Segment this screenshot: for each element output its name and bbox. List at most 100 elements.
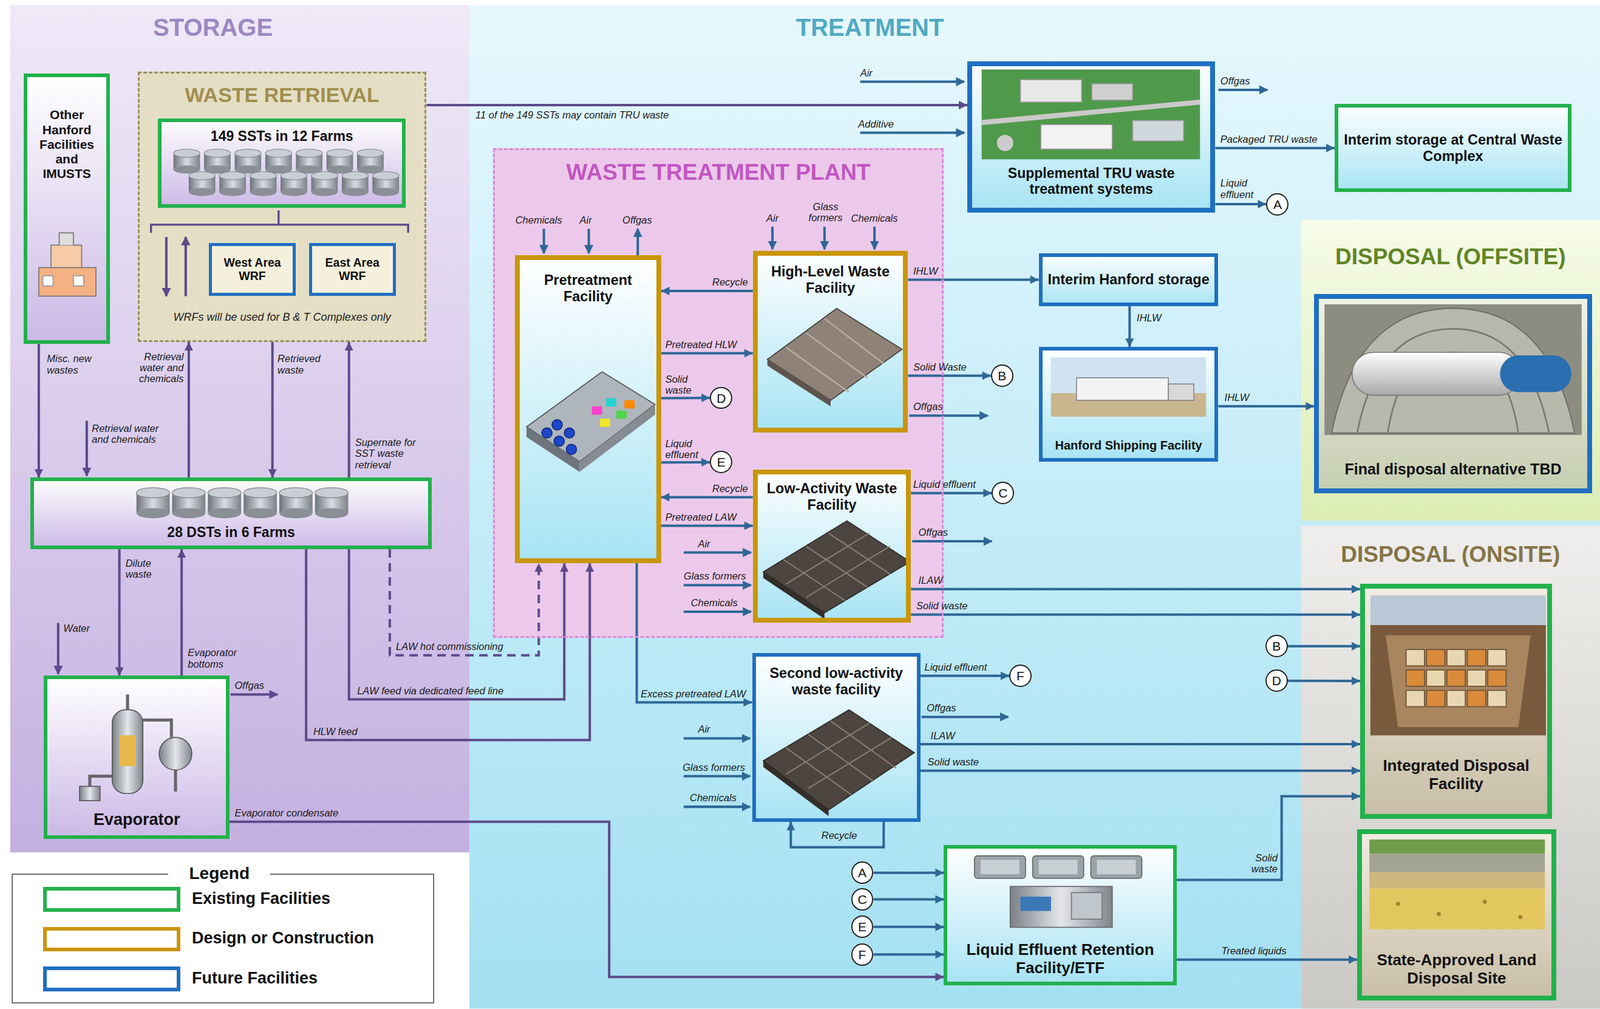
facility-box: Interim Hanford storage xyxy=(1038,253,1219,307)
stream-label: Offgas xyxy=(1220,75,1251,87)
callout-circle: C xyxy=(851,887,874,911)
box-fill xyxy=(709,386,733,410)
disposal-illustration xyxy=(1487,669,1506,687)
tank-icons xyxy=(372,171,399,196)
tank-icons xyxy=(265,148,293,174)
box-fill xyxy=(157,118,406,209)
building-model xyxy=(767,308,903,407)
stream-label: Air xyxy=(766,212,779,224)
box-fill xyxy=(1314,293,1592,494)
region-band: Other Hanford Facilities and IMUSTS149 S… xyxy=(10,4,470,852)
box-fill xyxy=(1357,828,1557,1001)
site-photo xyxy=(1040,124,1113,149)
tank-icons xyxy=(357,148,384,174)
disposal-illustration xyxy=(1406,669,1425,687)
tank-icons xyxy=(219,171,246,196)
legend-swatch xyxy=(43,926,181,951)
effluent-facility-illustration xyxy=(1097,859,1137,875)
facility-label: State-Approved Land Disposal Site xyxy=(1366,950,1548,988)
flow-connector xyxy=(910,491,992,495)
facility-box: Evaporator xyxy=(43,675,230,839)
facility-label: Liquid Effluent Retention Facility/ETF xyxy=(951,940,1169,978)
box-fill xyxy=(469,4,1600,1008)
flow-label: ILAW xyxy=(930,729,956,741)
flow-label: 11 of the 149 SSTs may contain TRU waste xyxy=(475,109,669,121)
callout-circle: D xyxy=(709,386,733,410)
facility-label: Integrated Disposal Facility xyxy=(1369,756,1543,794)
input-arrow xyxy=(636,228,639,256)
repository-illustration xyxy=(1352,352,1521,396)
disposal-illustration xyxy=(1467,689,1486,707)
facility-label: Pretreatment Facility xyxy=(524,272,653,305)
input-arrow xyxy=(683,805,750,808)
box-fill xyxy=(10,4,1600,1008)
stream-label: Glass formers xyxy=(683,570,747,582)
flow-label: Recycle xyxy=(712,276,749,288)
flow-label: LAW feed via dedicated feed line xyxy=(357,684,504,696)
tank-icons xyxy=(136,487,171,518)
flow-connector xyxy=(1215,202,1267,206)
facility-box: Interim storage at Central Waste Complex xyxy=(1334,103,1572,192)
flow-label: Solid waste xyxy=(927,755,979,767)
input-arrow xyxy=(683,736,750,739)
disposal-illustration xyxy=(1385,635,1531,727)
flow-connector xyxy=(187,341,191,478)
flow-connector xyxy=(910,613,1361,616)
stream-label: Chemicals xyxy=(851,212,899,224)
stream-label: Chemicals xyxy=(689,791,737,803)
facility-label: West Area WRF xyxy=(214,255,290,283)
facility-box: East Area WRF xyxy=(309,242,396,296)
facility-label: Interim storage at Central Waste Complex xyxy=(1342,131,1564,165)
facility-icon xyxy=(73,275,84,286)
flow-connector xyxy=(37,343,41,478)
callout-letter: B xyxy=(997,369,1007,382)
box-fill xyxy=(943,844,1177,985)
flow-connector xyxy=(306,548,590,740)
box-fill xyxy=(137,71,427,342)
flow-label: Recycle xyxy=(712,482,749,494)
flow-connector xyxy=(661,524,753,527)
soil-layers xyxy=(1518,914,1523,919)
facility-label: Supplemental TRU waste treatment systems xyxy=(976,165,1207,198)
facility-label: High-Level Waste Facility xyxy=(762,263,900,297)
box-fill xyxy=(967,61,1216,213)
facility-icon xyxy=(58,232,74,245)
callout-circle: B xyxy=(990,364,1014,387)
site-photo xyxy=(981,69,1201,160)
box-fill xyxy=(851,915,874,938)
facility-label: 149 SSTs in 12 Farms xyxy=(165,128,399,144)
disposal-illustration xyxy=(1446,649,1466,666)
evaporator-icon xyxy=(89,769,176,792)
callout-letter: C xyxy=(857,892,867,906)
flow-connector xyxy=(1128,306,1131,347)
facility-box: Hanford Shipping Facility xyxy=(1038,346,1219,461)
flow-connector xyxy=(920,742,1361,746)
flow-connector xyxy=(920,769,1361,772)
soil-layers xyxy=(1369,839,1545,930)
facility-box: Pretreatment Facility xyxy=(514,255,661,564)
flow-connector xyxy=(1287,679,1361,682)
site-photo xyxy=(1091,83,1133,101)
building-model xyxy=(599,418,611,427)
input-arrow xyxy=(184,236,188,297)
stream-label: Retrieval water and chemicals xyxy=(91,422,176,445)
facility-label: East Area WRF xyxy=(315,255,390,283)
callout-letter: D xyxy=(716,391,726,405)
region-band: Integrated Disposal FacilityState-Approv… xyxy=(1301,525,1600,1008)
box-fill xyxy=(30,477,432,549)
site-photo xyxy=(997,134,1014,152)
flow-label: Pretreated LAW xyxy=(665,511,737,523)
site-photo xyxy=(981,69,1201,160)
building-model xyxy=(763,709,915,810)
callout-circle: E xyxy=(851,915,874,938)
evaporator-icon xyxy=(126,694,130,710)
tank-icons xyxy=(172,487,206,518)
region-title: DISPOSAL (ONSITE) xyxy=(1301,541,1600,568)
flow-label: Solid waste xyxy=(1242,851,1278,874)
facility-icon xyxy=(51,244,82,268)
bracket xyxy=(151,210,409,233)
legend-swatch xyxy=(43,886,181,911)
soil-layers xyxy=(1395,901,1401,906)
stream-label: Offgas xyxy=(622,214,653,226)
